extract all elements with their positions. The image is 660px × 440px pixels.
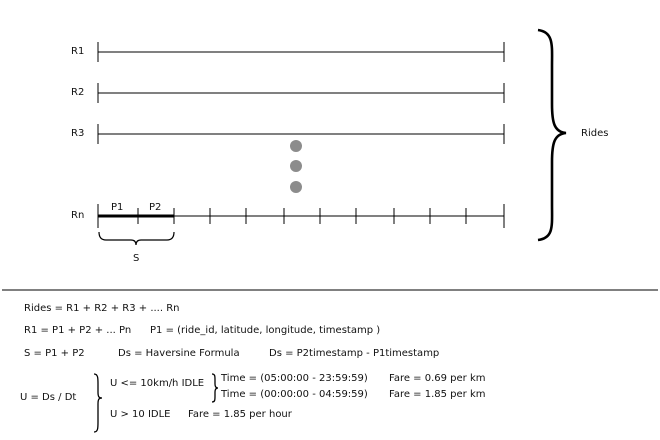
formula-rides-sum: Rides = R1 + R2 + R3 + .... Rn bbox=[24, 303, 180, 314]
ride-label-r3: R3 bbox=[71, 128, 85, 139]
formula-r1-sum: R1 = P1 + P2 + ... Pn bbox=[24, 325, 132, 336]
formula-ds-timestamp: Ds = P2timestamp - P1timestamp bbox=[269, 348, 440, 359]
segment-label-p1: P1 bbox=[111, 202, 124, 213]
formula-p1-tuple: P1 = (ride_id, latitude, longitude, time… bbox=[150, 325, 381, 336]
formula-ds-haversine: Ds = Haversine Formula bbox=[118, 348, 240, 359]
u-brace bbox=[93, 373, 103, 433]
rides-brace-label: Rides bbox=[581, 128, 609, 139]
ride-label-r1: R1 bbox=[71, 46, 85, 57]
condition-idle-high: U > 10 IDLE bbox=[110, 409, 171, 420]
ride-label-rn: Rn bbox=[71, 210, 85, 221]
ride-label-r2: R2 bbox=[71, 87, 85, 98]
ellipsis-dots bbox=[290, 140, 302, 193]
ride-rn-line bbox=[97, 204, 505, 228]
ride-r3-line bbox=[97, 124, 505, 144]
rides-brace bbox=[537, 28, 567, 242]
formula-u-def: U = Ds / Dt bbox=[20, 392, 77, 403]
fare-day: Fare = 0.69 per km bbox=[389, 373, 486, 384]
time-brace bbox=[211, 373, 219, 403]
segment-label-p2: P2 bbox=[149, 202, 162, 213]
time-range-night: Time = (00:00:00 - 04:59:59) bbox=[221, 389, 368, 400]
segment-brace bbox=[98, 231, 175, 246]
fare-hourly: Fare = 1.85 per hour bbox=[188, 409, 292, 420]
span-label-s: S bbox=[133, 253, 140, 264]
condition-idle-low: U <= 10km/h IDLE bbox=[110, 378, 205, 389]
fare-night: Fare = 1.85 per km bbox=[389, 389, 486, 400]
formula-s-sum: S = P1 + P2 bbox=[24, 348, 85, 359]
ride-r1-line bbox=[97, 42, 505, 62]
time-range-day: Time = (05:00:00 - 23:59:59) bbox=[221, 373, 368, 384]
ride-r2-line bbox=[97, 83, 505, 103]
